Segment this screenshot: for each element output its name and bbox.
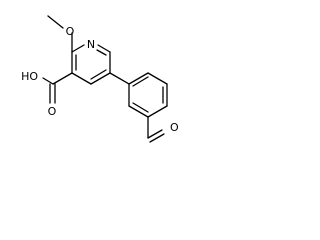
pyridine-bond-c2-n bbox=[71, 44, 85, 53]
biaryl-bond bbox=[109, 72, 130, 85]
pyridine-bond-n-c6 bbox=[97, 44, 111, 53]
pyridine-bond-c5-c4-inner bbox=[90, 69, 107, 80]
aldehyde-oxygen-label: O bbox=[170, 121, 179, 134]
methoxy-methyl-bond bbox=[47, 15, 64, 29]
benzene-bond-5 bbox=[128, 105, 149, 118]
molecule-canvas: N O HO O O bbox=[0, 0, 229, 148]
benzene-bond-1 bbox=[128, 72, 149, 85]
acid-carbon-bond bbox=[52, 72, 73, 85]
benzene-bond-5-inner bbox=[132, 102, 149, 113]
aldehyde-carbonyl-bond-b bbox=[149, 133, 165, 143]
benzene-bond-2 bbox=[147, 72, 168, 85]
aldehyde-carbonyl-bond-a bbox=[147, 129, 163, 139]
methoxy-oxygen-label: O bbox=[66, 25, 75, 38]
hydroxyl-label: HO bbox=[21, 70, 38, 83]
pyridine-bond-n-c6-inner bbox=[96, 49, 107, 56]
benzene-bond-1-inner bbox=[132, 76, 149, 87]
carbonyl-oxygen-label: O bbox=[48, 105, 57, 118]
acid-hydroxyl-bond bbox=[42, 77, 54, 85]
pyridine-bond-c5-c4 bbox=[90, 72, 111, 85]
molecule-drawing: N O HO O O bbox=[21, 15, 179, 143]
pyridine-bond-c4-c3 bbox=[71, 72, 92, 85]
ring-nitrogen-label: N bbox=[87, 38, 95, 51]
benzene-bond-4 bbox=[147, 105, 168, 118]
